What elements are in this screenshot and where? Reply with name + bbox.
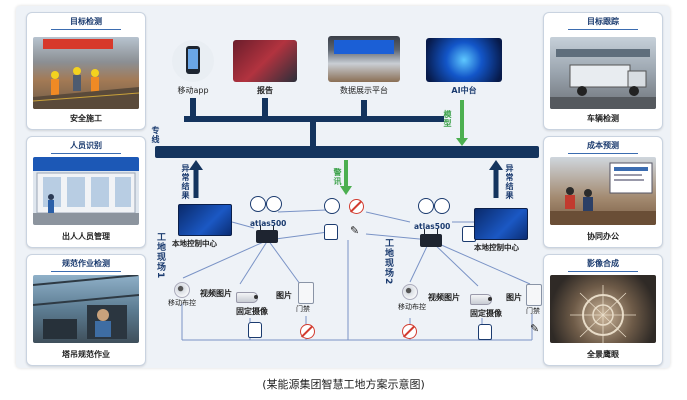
abnormal-result-right: 异常结果 bbox=[505, 164, 514, 200]
site1-control-center: 本地控制中心 bbox=[172, 239, 217, 248]
app-report: 报告 bbox=[233, 40, 297, 96]
panel-title: 人员识别 bbox=[27, 140, 145, 154]
site2-image: 图片 bbox=[506, 293, 522, 302]
site2-fixed-camera: 固定摄像 bbox=[470, 309, 502, 318]
site2-helmet-icon-2 bbox=[434, 198, 450, 214]
site1-video-image: 视频图片 bbox=[200, 289, 232, 298]
mobile-phone-icon bbox=[172, 40, 214, 82]
app-mobile: 移动app bbox=[172, 40, 214, 96]
figure-caption: (某能源集团智慧工地方案示意图) bbox=[262, 378, 425, 391]
site1-atlas500-device bbox=[256, 225, 278, 243]
site1-control-screen bbox=[178, 204, 232, 236]
panel-vehicle-detection: 目标跟踪 车辆检测 bbox=[543, 12, 663, 130]
site2-vest-icon-2 bbox=[478, 324, 492, 340]
app-label: 移动app bbox=[177, 86, 209, 95]
site2-atlas-label: atlas500 bbox=[414, 222, 451, 231]
app-data-platform: 数据展示平台 bbox=[328, 36, 400, 96]
panel-label: 塔吊规范作业 bbox=[62, 350, 110, 359]
panel-title: 目标跟踪 bbox=[544, 16, 662, 30]
panel-title: 成本预测 bbox=[544, 140, 662, 154]
construction-workers-photo bbox=[33, 37, 139, 109]
vehicle-photo bbox=[550, 37, 656, 109]
center-no-smoking-icon bbox=[349, 199, 364, 214]
connector-mobile bbox=[190, 98, 196, 118]
panel-crane-operation: 规范作业检测 塔吊规范作业 bbox=[26, 254, 146, 366]
data-display-room-icon bbox=[328, 36, 400, 82]
panel-title: 规范作业检测 bbox=[27, 258, 145, 272]
panel-panorama: 影像合成 全景鹰眼 bbox=[543, 254, 663, 366]
trunk-connector bbox=[184, 116, 444, 122]
site1-no-entry-icon bbox=[300, 324, 315, 339]
site2-atlas500-device bbox=[420, 229, 442, 247]
site2-control-screen bbox=[474, 208, 528, 240]
site2-helmet-icon bbox=[418, 198, 434, 214]
center-vest-icon bbox=[324, 224, 338, 240]
site1-atlas-label: atlas500 bbox=[250, 219, 287, 228]
ai-brain-icon bbox=[426, 38, 502, 82]
app-ai-center: AI中台 bbox=[426, 38, 502, 96]
app-label: AI中台 bbox=[451, 86, 477, 95]
panel-collaborative-office: 成本预测 协同办公 bbox=[543, 136, 663, 248]
alarm-label: 警讯 bbox=[333, 168, 342, 186]
site1-vest-icon bbox=[248, 322, 262, 338]
panel-label: 协同办公 bbox=[587, 232, 619, 241]
site2-control-center: 本地控制中心 bbox=[474, 243, 519, 252]
connector-report bbox=[262, 98, 268, 118]
site2-gate-label: 门禁 bbox=[526, 307, 540, 315]
panel-label: 安全施工 bbox=[70, 114, 102, 123]
site2-bullet-camera bbox=[470, 294, 492, 305]
connector-trunk bbox=[310, 120, 316, 148]
panel-label: 全景鹰眼 bbox=[587, 350, 619, 359]
center-tool-icon: ✎ bbox=[350, 224, 360, 237]
site1-image: 图片 bbox=[276, 291, 292, 300]
site1-fixed-camera: 固定摄像 bbox=[236, 307, 268, 316]
office-meeting-photo bbox=[550, 157, 656, 225]
site1-gate-label: 门禁 bbox=[296, 305, 310, 313]
panel-label: 出人人员管理 bbox=[62, 232, 110, 241]
site1-title: 工地现场1 bbox=[155, 232, 165, 280]
site1-bullet-camera bbox=[236, 292, 258, 303]
panel-title: 影像合成 bbox=[544, 258, 662, 272]
site2-title: 工地现场2 bbox=[383, 238, 393, 286]
app-label: 报告 bbox=[257, 86, 273, 95]
site2-tool-icon: ✎ bbox=[530, 322, 540, 335]
abnormal-result-left: 异常结果 bbox=[181, 164, 190, 200]
site2-video-image: 视频图片 bbox=[428, 293, 460, 302]
site1-gate-device bbox=[298, 282, 314, 304]
entrance-gate-photo bbox=[33, 157, 139, 225]
panel-safety-construction: 目标检测 安全施工 bbox=[26, 12, 146, 130]
report-screen-icon bbox=[233, 40, 297, 82]
site2-no-entry-icon bbox=[402, 324, 417, 339]
site1-helmet-icon-2 bbox=[266, 196, 282, 212]
app-label: 数据展示平台 bbox=[340, 86, 388, 95]
site2-mobile-control: 移动布控 bbox=[398, 303, 426, 311]
site2-gate-device bbox=[526, 284, 542, 306]
connector-data bbox=[361, 100, 367, 120]
panel-title: 目标检测 bbox=[27, 16, 145, 30]
site1-mobile-control: 移动布控 bbox=[168, 299, 196, 307]
bus-label: 专线 bbox=[151, 126, 160, 144]
site1-dome-camera bbox=[174, 282, 190, 298]
site1-helmet-icon bbox=[250, 196, 266, 212]
panel-label: 车辆检测 bbox=[587, 114, 619, 123]
panorama-photo bbox=[550, 275, 656, 343]
dedicated-line-bus bbox=[155, 146, 539, 158]
crane-cabin-photo bbox=[33, 275, 139, 343]
center-helmet-icon bbox=[324, 198, 340, 214]
model-label: 模型 bbox=[443, 110, 452, 128]
site2-dome-camera bbox=[402, 284, 418, 300]
panel-personnel-management: 人员识别 出人人员管理 bbox=[26, 136, 146, 248]
